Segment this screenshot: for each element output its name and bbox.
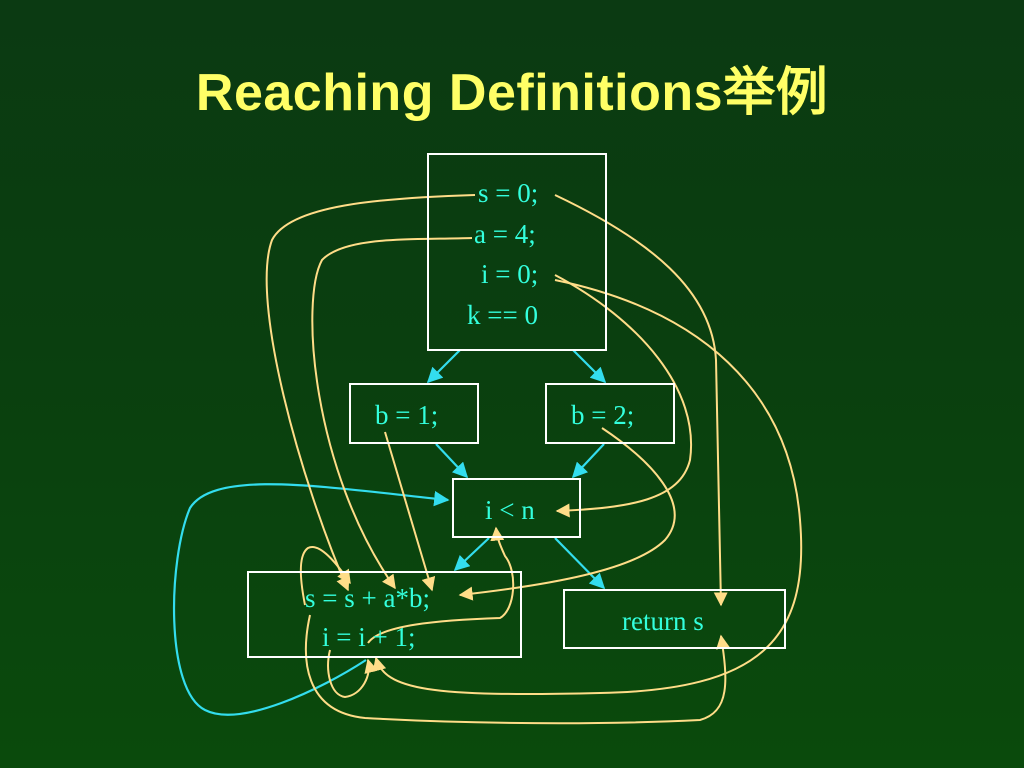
cf-edge-b2-cond	[571, 443, 605, 479]
loop-line-i-update: i = i + 1;	[322, 622, 416, 652]
b1-line: b = 1;	[375, 400, 439, 430]
rd-edge-i0-to-i-update	[372, 279, 803, 695]
cond-block	[452, 478, 581, 538]
cf-edge-cond-loop	[453, 537, 490, 572]
rd-edge-b1-to-s-update	[384, 431, 436, 592]
page-title: Reaching Definitions举例	[195, 64, 829, 122]
cond-line: i < n	[485, 495, 535, 525]
b1-block	[349, 383, 479, 444]
rd-edge-s-update-to-return	[304, 614, 730, 725]
return-block	[563, 589, 786, 649]
cf-edge-loop-backedge	[172, 483, 450, 716]
entry-line-s-init: s = 0;	[478, 178, 539, 208]
entry-line-k-test: k == 0	[467, 300, 538, 330]
rd-edge-s0-to-return	[554, 194, 728, 607]
cf-edge-entry-b1	[426, 349, 461, 384]
loop-block	[247, 571, 522, 658]
rd-edge-s-update-self-loop	[299, 546, 351, 606]
rd-edge-a4-to-s-update	[311, 237, 473, 590]
cf-edge-entry-b2	[572, 349, 607, 384]
entry-line-a-init: a = 4;	[474, 219, 536, 249]
return-line: return s	[622, 606, 704, 636]
loop-line-s-update: s = s + a*b;	[305, 583, 430, 613]
cf-edge-b1-cond	[435, 443, 469, 479]
entry-line-i-init: i = 0;	[481, 259, 539, 289]
rd-edge-i0-to-cond	[554, 274, 693, 518]
cf-edge-cond-ret	[554, 537, 606, 590]
b2-block	[545, 383, 675, 444]
entry-block	[427, 153, 607, 351]
rd-edge-i-update-self-loop	[327, 649, 379, 699]
rd-edge-i-update-to-cond	[367, 526, 515, 644]
rd-edge-b2-to-s-update	[458, 427, 676, 601]
rd-edge-s0-to-s-update	[265, 194, 476, 592]
b2-line: b = 2;	[571, 400, 635, 430]
